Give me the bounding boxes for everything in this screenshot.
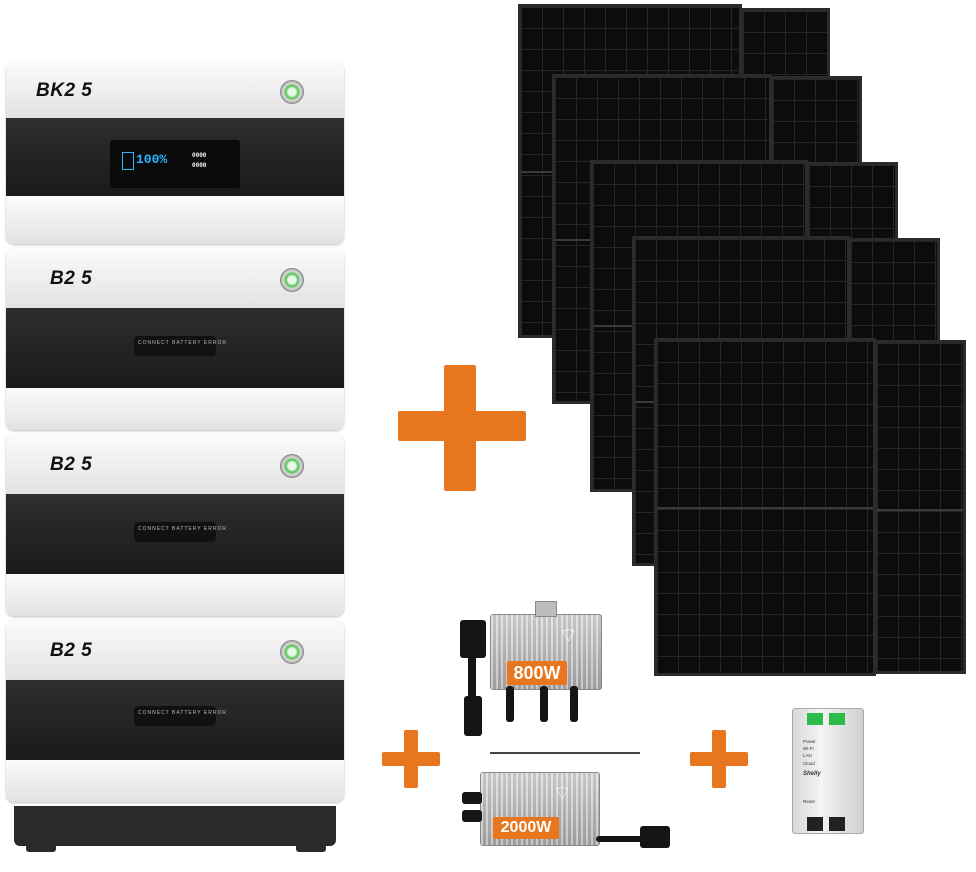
battery-module: B2 5 CONNECT BATTERY ERROR xyxy=(6,248,344,430)
plus-icon xyxy=(690,730,748,788)
master-logo: BK2 5 xyxy=(36,80,93,101)
connector xyxy=(462,792,482,804)
module-logo: B2 5 xyxy=(50,454,93,475)
solar-panel xyxy=(654,338,876,676)
connector xyxy=(464,696,482,736)
battery-module: B2 5 CONNECT BATTERY ERROR xyxy=(6,434,344,616)
power-button-icon xyxy=(280,80,304,104)
plus-icon xyxy=(398,365,526,491)
led-panel: CONNECT BATTERY ERROR xyxy=(134,706,226,726)
terminal xyxy=(829,817,845,831)
connector xyxy=(462,810,482,822)
battery-stack: BK2 5 100% 0000 0000 B2 5 CONNECT BATTER… xyxy=(6,62,344,852)
power-button-icon xyxy=(280,454,304,478)
terminal xyxy=(829,713,845,725)
meter-brand: Shelly xyxy=(803,771,821,777)
wifi-icon: ⌔ xyxy=(559,625,578,647)
smart-meter: Power Wi-Fi LAN Cloud Shelly Reset xyxy=(792,708,864,834)
module-logo: B2 5 xyxy=(50,640,93,661)
battery-base xyxy=(14,806,336,846)
power-plug xyxy=(640,826,670,848)
inverter-label: 2000W xyxy=(493,817,559,839)
led-panel: CONNECT BATTERY ERROR xyxy=(134,522,226,542)
power-button-icon xyxy=(280,640,304,664)
battery-foot xyxy=(296,844,326,852)
battery-module: B2 5 CONNECT BATTERY ERROR xyxy=(6,620,344,802)
microinverter-2000w: ⌔ 2000W xyxy=(480,772,600,846)
mounting-bracket xyxy=(535,601,557,617)
inverter-label: 800W xyxy=(507,661,567,685)
terminal xyxy=(807,817,823,831)
power-button-icon xyxy=(280,268,304,292)
wifi-icon: ⌔ xyxy=(553,783,572,805)
solar-panel xyxy=(874,340,966,674)
led-panel: CONNECT BATTERY ERROR xyxy=(134,336,226,356)
microinverter-800w: ⌔ 800W xyxy=(490,601,602,690)
cable xyxy=(506,686,514,722)
module-logo: B2 5 xyxy=(50,268,93,289)
cable xyxy=(570,686,578,722)
cable xyxy=(540,686,548,722)
terminal xyxy=(807,713,823,725)
cable xyxy=(468,656,476,700)
power-plug xyxy=(460,620,486,658)
battery-master-module: BK2 5 100% 0000 0000 xyxy=(6,62,344,244)
lcd-display: 100% 0000 0000 xyxy=(110,140,240,188)
divider xyxy=(490,752,640,754)
cable xyxy=(596,836,656,842)
battery-foot xyxy=(26,844,56,852)
plus-icon xyxy=(382,730,440,788)
